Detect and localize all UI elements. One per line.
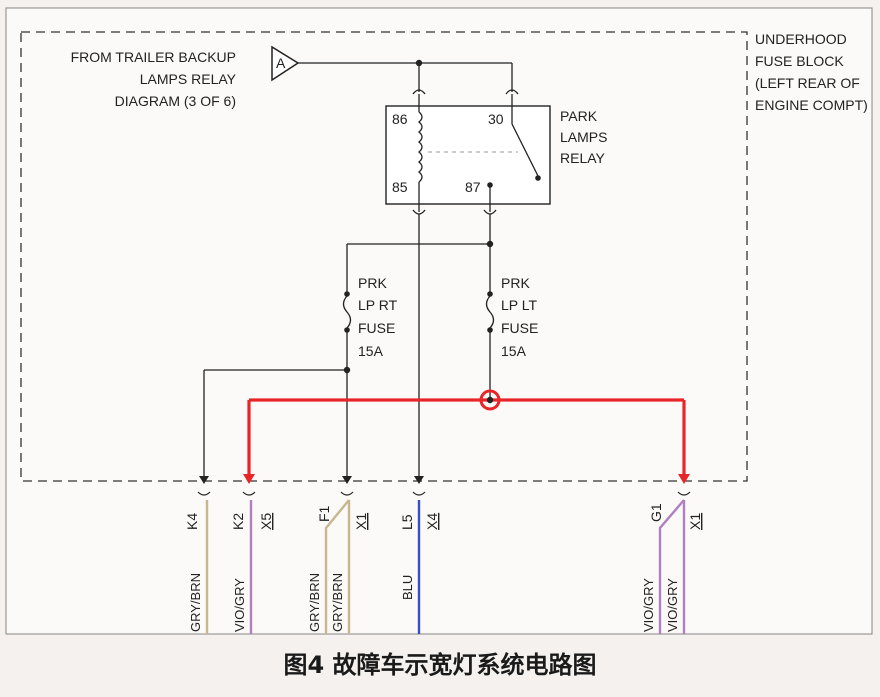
fuse-block-label-line2: FUSE BLOCK (755, 53, 844, 69)
connector-shells (197, 491, 691, 496)
fuse-rt-line4: 15A (358, 343, 384, 359)
relay-pin-87: 87 (465, 179, 481, 195)
park-lamps-relay: 86 30 85 87 (385, 105, 551, 205)
fault-ring (479, 389, 501, 411)
from-label-line1: FROM TRAILER BACKUP (71, 49, 236, 65)
wire-g1-a (658, 499, 685, 634)
terminal-f1-conn: X1 (353, 513, 369, 530)
relay-pin-86: 86 (392, 111, 408, 127)
splice-dot-top (415, 59, 423, 67)
wire-label-k4: GRY/BRN (188, 573, 203, 632)
fuse-rt-line2: LP RT (358, 297, 398, 313)
harness-wires (205, 499, 686, 634)
arrow-k2 (243, 474, 255, 484)
terminal-g1-pin: G1 (648, 503, 664, 522)
fuse-block-label-line3: (LEFT REAR OF (755, 75, 860, 91)
relay-name-line3: RELAY (560, 150, 606, 166)
wire-f1-a (324, 499, 350, 634)
connector-a-flag: A (271, 45, 300, 82)
arrow-k4 (199, 476, 209, 484)
fuse-lt-line4: 15A (501, 343, 527, 359)
terminal-k2-pin: K2 (230, 513, 246, 530)
k4-wire (203, 369, 347, 478)
terminal-l5-pin: L5 (399, 514, 415, 530)
wire-label-f1-a: GRY/BRN (307, 573, 322, 632)
fuse-rt-line1: PRK (358, 275, 387, 291)
relay-pin-85: 85 (392, 179, 408, 195)
relay-switch-arm (511, 123, 539, 177)
arrow-g1 (678, 474, 690, 484)
terminal-g1-conn: X1 (687, 513, 703, 530)
splice-dot-rt (343, 366, 351, 374)
fuse-block-label-line1: UNDERHOOD (755, 31, 847, 47)
fuse-lt-line2: LP LT (501, 297, 538, 313)
terminal-k2-conn: X5 (258, 513, 274, 530)
fuse-lt-line1: PRK (501, 275, 530, 291)
relay-name-line2: LAMPS (560, 129, 607, 145)
from-label-line3: DIAGRAM (3 OF 6) (115, 93, 236, 109)
highlighted-fault-wire (247, 398, 686, 476)
terminal-k4-pin: K4 (184, 513, 200, 530)
from-label-line2: LAMPS RELAY (140, 71, 237, 87)
wire-label-l5: BLU (400, 575, 415, 600)
fuse-prk-lp-rt (342, 244, 352, 478)
relay-pin-30: 30 (488, 111, 504, 127)
splice-dot-lt (486, 396, 494, 404)
wire-label-f1-b: GRY/BRN (330, 573, 345, 632)
wire-label-k2: VIO/GRY (232, 578, 247, 632)
fuse-lt-line3: FUSE (501, 320, 538, 336)
fuse-block-label-line4: ENGINE COMPT) (755, 97, 868, 113)
connector-a-label: A (276, 55, 286, 71)
terminal-l5-conn: X4 (424, 513, 440, 530)
fuse-rt-line3: FUSE (358, 320, 395, 336)
terminal-f1-pin: F1 (316, 505, 332, 522)
fuse-prk-lp-lt (485, 244, 495, 398)
fuse-block-boundary (20, 31, 748, 482)
figure-caption: 图4 故障车示宽灯系统电路图 (283, 651, 597, 679)
relay-name-line1: PARK (560, 108, 598, 124)
relay-coil (417, 111, 423, 183)
wire-label-g1-b: VIO/GRY (665, 578, 680, 632)
arrow-l5 (414, 476, 424, 484)
wire-label-g1-a: VIO/GRY (641, 578, 656, 632)
arrow-f1 (342, 476, 352, 484)
